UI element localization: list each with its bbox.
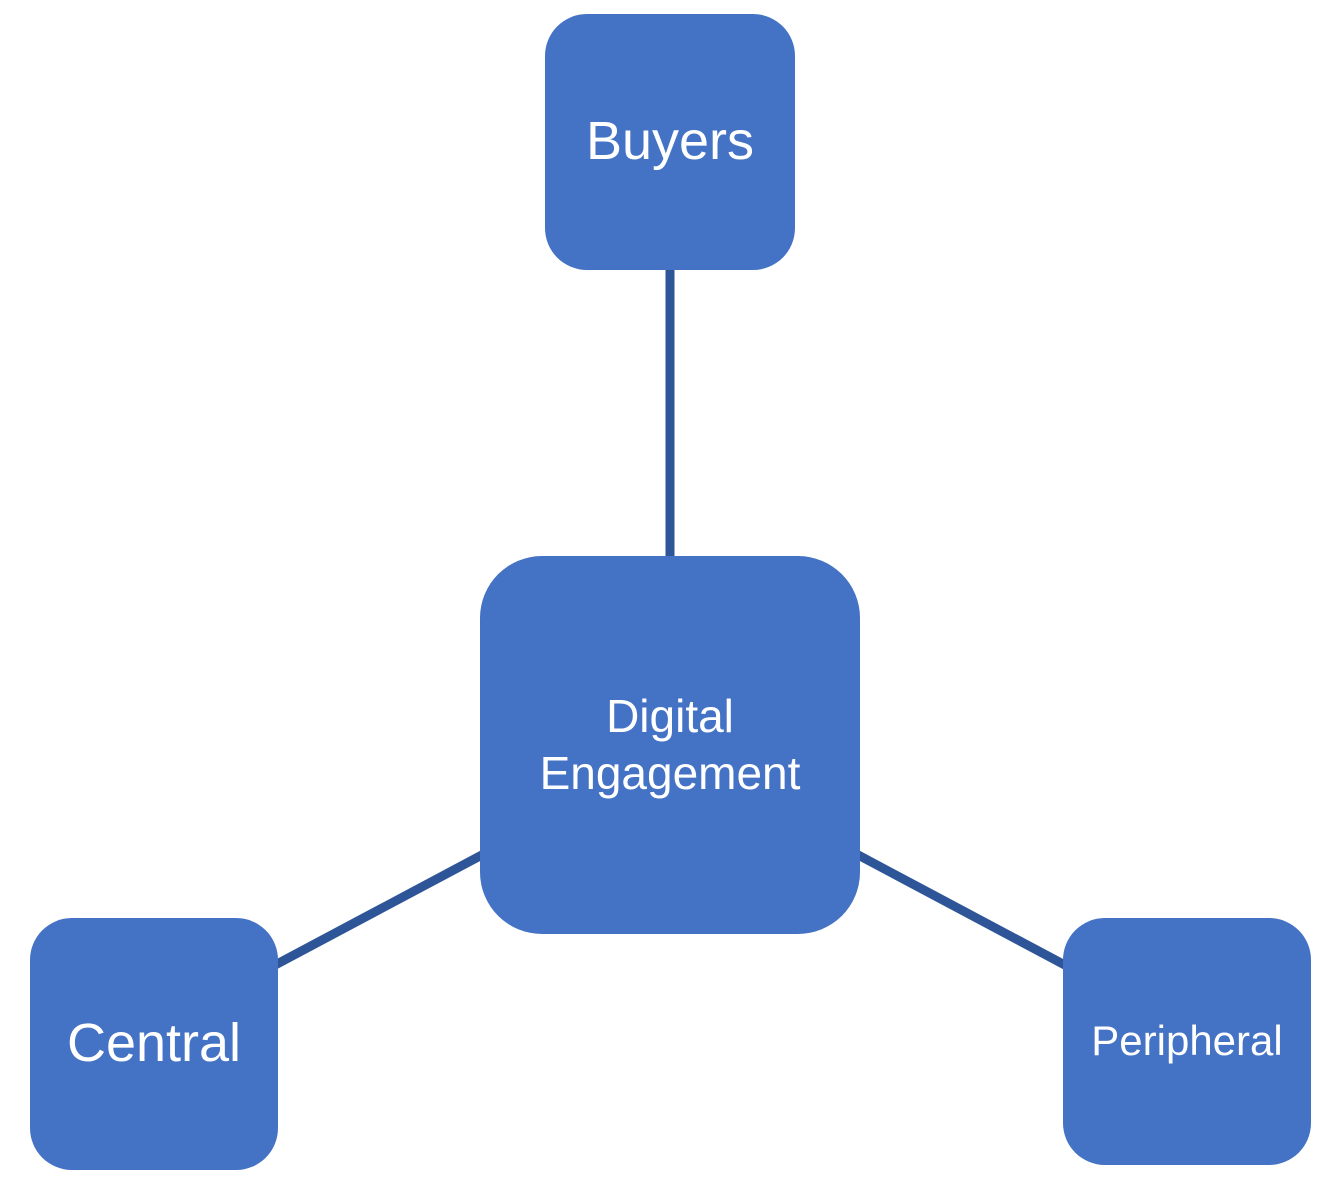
node-peripheral-label: Peripheral <box>1091 1017 1283 1065</box>
node-central: Central <box>30 918 278 1170</box>
node-buyers-label: Buyers <box>585 111 755 172</box>
connector-center-central <box>259 844 498 976</box>
node-central-label: Central <box>66 1013 242 1074</box>
node-digital-engagement-label: Digital Engagement <box>539 689 801 800</box>
node-digital-engagement: Digital Engagement <box>480 556 860 934</box>
node-peripheral: Peripheral <box>1063 918 1311 1165</box>
node-buyers: Buyers <box>545 14 795 270</box>
connector-center-peripheral <box>842 844 1081 976</box>
